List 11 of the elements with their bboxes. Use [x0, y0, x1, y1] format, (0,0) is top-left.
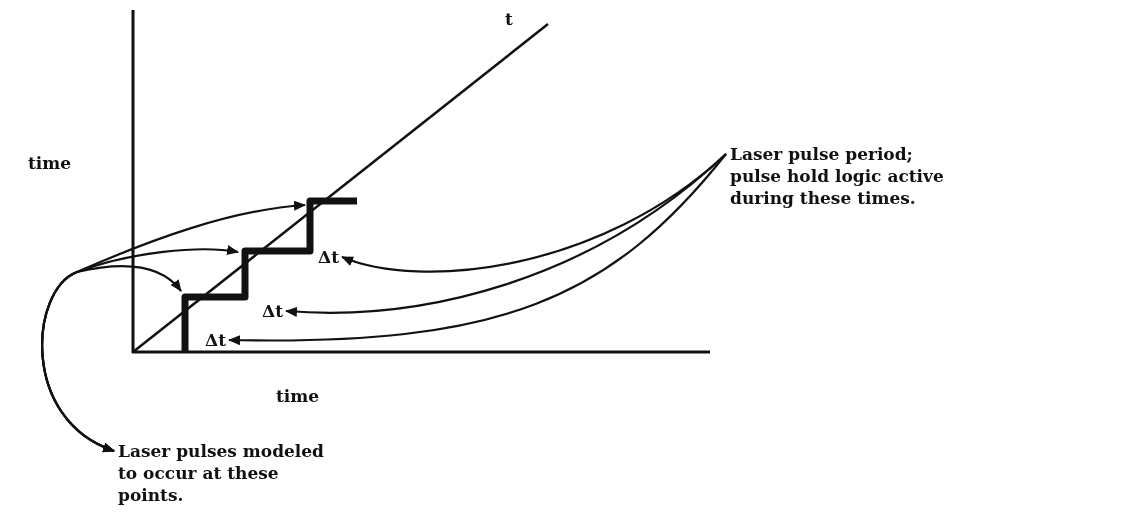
- interval-label: Δt: [205, 329, 227, 351]
- interval-label: Δt: [262, 300, 284, 322]
- arrow: [285, 153, 727, 317]
- axis-label: time: [276, 385, 320, 407]
- callout-text: Laser pulse period; pulse hold logic active during these times.: [730, 143, 958, 209]
- arrow: [228, 153, 727, 346]
- interval-label: Δt: [318, 246, 340, 268]
- axis-label: time: [28, 152, 72, 174]
- callout-text: Laser pulses modeled to occur at these points.: [118, 440, 346, 506]
- arrow: [41, 264, 182, 452]
- line-label: t: [505, 8, 513, 30]
